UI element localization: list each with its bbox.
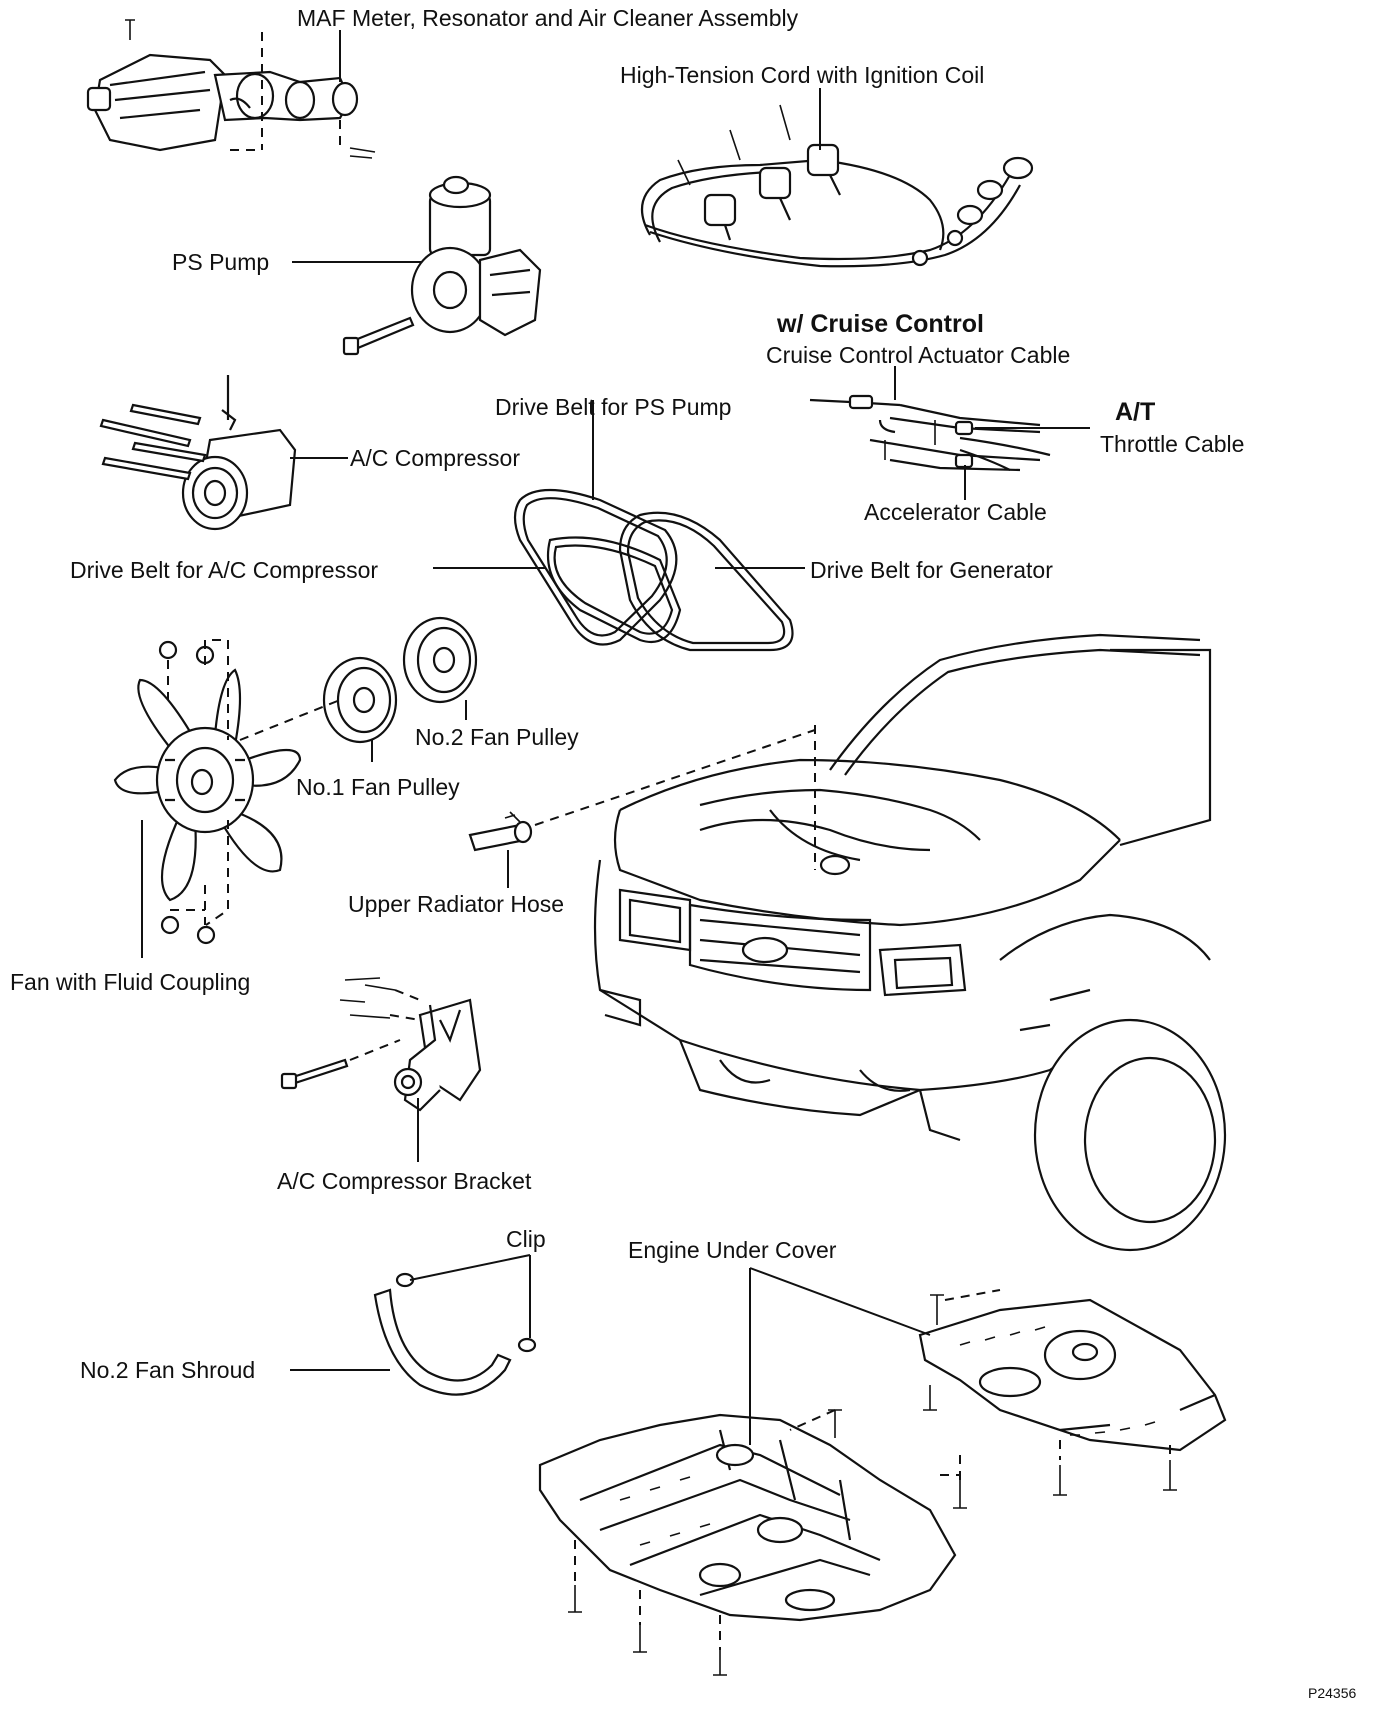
cruise-header-label: w/ Cruise Control <box>776 310 984 338</box>
fan-pulleys-drawing <box>322 616 478 762</box>
fan-pulley1-label: No.1 Fan Pulley <box>296 774 460 800</box>
belt-ps-label: Drive Belt for PS Pump <box>495 394 731 420</box>
throttle-cable-label: Throttle Cable <box>1100 431 1244 457</box>
fan-shroud-label: No.2 Fan Shroud <box>80 1357 255 1383</box>
under-cover-label: Engine Under Cover <box>628 1237 837 1263</box>
at-label: A/T <box>1115 398 1155 426</box>
ac-bracket-label: A/C Compressor Bracket <box>277 1168 532 1194</box>
upper-hose-label: Upper Radiator Hose <box>348 891 564 917</box>
drive-belts-drawing <box>433 400 805 652</box>
ac-compressor-label: A/C Compressor <box>350 445 520 471</box>
engine-under-cover-drawing <box>538 1267 1227 1676</box>
vehicle-front-drawing <box>593 633 1227 1252</box>
ps-pump-drawing <box>292 175 542 356</box>
figure-code: P24356 <box>1308 1685 1356 1701</box>
fan-shroud-drawing <box>290 1254 537 1396</box>
ac-bracket-drawing <box>280 977 482 1162</box>
fan-coupling-label: Fan with Fluid Coupling <box>10 969 250 995</box>
cruise-control-cables-drawing <box>809 366 1090 500</box>
accelerator-cable-label: Accelerator Cable <box>864 499 1047 525</box>
ac-compressor-drawing <box>99 375 348 531</box>
fan-coupling-drawing <box>113 639 341 958</box>
maf-assembly-drawing <box>86 19 376 159</box>
fan-pulley2-label: No.2 Fan Pulley <box>415 724 579 750</box>
cruise-cable-label: Cruise Control Actuator Cable <box>766 342 1070 368</box>
belt-ac-label: Drive Belt for A/C Compressor <box>70 557 378 583</box>
high-tension-label: High-Tension Cord with Ignition Coil <box>620 62 984 88</box>
maf-label: MAF Meter, Resonator and Air Cleaner Ass… <box>297 5 799 31</box>
belt-gen-label: Drive Belt for Generator <box>810 557 1053 583</box>
ps-pump-label: PS Pump <box>172 249 269 275</box>
ignition-coil-drawing <box>640 88 1034 268</box>
clip-label: Clip <box>506 1226 546 1252</box>
